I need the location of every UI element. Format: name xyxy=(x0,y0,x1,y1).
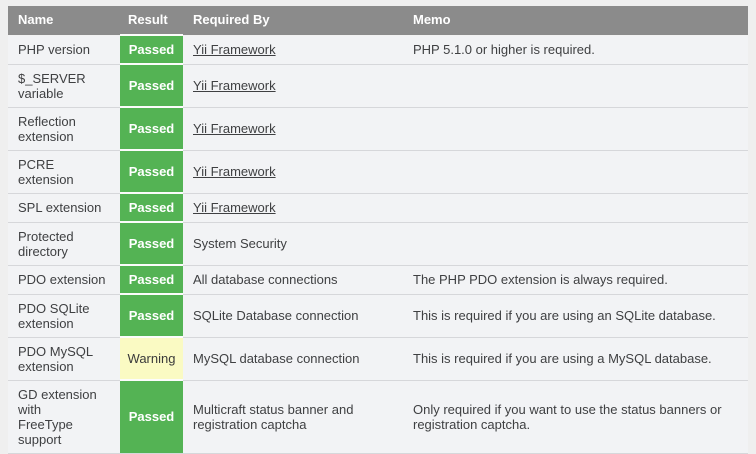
requirement-name: $_SERVER variable xyxy=(8,63,120,107)
column-header-name: Name xyxy=(8,6,120,36)
result-badge: Passed xyxy=(120,34,183,64)
requirement-name: PDO extension xyxy=(8,264,120,294)
required-by: Multicraft status banner and registratio… xyxy=(183,379,403,454)
memo-text: Only required if you want to use the sta… xyxy=(403,379,748,454)
result-badge: Passed xyxy=(120,192,183,222)
memo-text: This is required if you are using an SQL… xyxy=(403,293,748,337)
requirement-name: GD extension with FreeType support xyxy=(8,379,120,454)
table-row: PDO extension Passed All database connec… xyxy=(8,264,748,294)
result-badge: Passed xyxy=(120,149,183,193)
table-row: PCRE extension Passed Yii Framework xyxy=(8,149,748,193)
result-badge: Passed xyxy=(120,379,183,454)
memo-text xyxy=(403,149,748,193)
memo-text xyxy=(403,221,748,265)
required-by: Yii Framework xyxy=(183,149,403,193)
requirement-name: PCRE extension xyxy=(8,149,120,193)
required-by: Yii Framework xyxy=(183,63,403,107)
required-by-link[interactable]: Yii Framework xyxy=(193,121,276,136)
table-row: PDO SQLite extension Passed SQLite Datab… xyxy=(8,293,748,337)
result-badge: Warning xyxy=(120,336,183,380)
result-badge: Passed xyxy=(120,63,183,107)
requirement-name: SPL extension xyxy=(8,192,120,222)
requirement-name: PDO MySQL extension xyxy=(8,336,120,380)
required-by: Yii Framework xyxy=(183,106,403,150)
table-body: PHP version Passed Yii Framework PHP 5.1… xyxy=(8,34,748,454)
required-by: Yii Framework xyxy=(183,34,403,64)
required-by-link[interactable]: Yii Framework xyxy=(193,200,276,215)
table-row: Protected directory Passed System Securi… xyxy=(8,221,748,265)
result-badge: Passed xyxy=(120,221,183,265)
result-badge: Passed xyxy=(120,264,183,294)
table-row: Reflection extension Passed Yii Framewor… xyxy=(8,106,748,150)
result-badge: Passed xyxy=(120,106,183,150)
table-row: GD extension with FreeType support Passe… xyxy=(8,379,748,454)
memo-text: PHP 5.1.0 or higher is required. xyxy=(403,34,748,64)
table-row: SPL extension Passed Yii Framework xyxy=(8,192,748,222)
column-header-required-by: Required By xyxy=(183,6,403,36)
required-by-link[interactable]: Yii Framework xyxy=(193,42,276,57)
required-by: Yii Framework xyxy=(183,192,403,222)
requirement-name: Protected directory xyxy=(8,221,120,265)
requirements-table: Name Result Required By Memo PHP version… xyxy=(8,6,748,454)
required-by: All database connections xyxy=(183,264,403,294)
requirement-name: PHP version xyxy=(8,34,120,64)
table-row: $_SERVER variable Passed Yii Framework xyxy=(8,63,748,107)
required-by: SQLite Database connection xyxy=(183,293,403,337)
memo-text xyxy=(403,63,748,107)
memo-text: The PHP PDO extension is always required… xyxy=(403,264,748,294)
column-header-result: Result xyxy=(120,6,183,36)
required-by-link[interactable]: Yii Framework xyxy=(193,78,276,93)
table-header: Name Result Required By Memo xyxy=(8,6,748,36)
result-badge: Passed xyxy=(120,293,183,337)
table-row: PHP version Passed Yii Framework PHP 5.1… xyxy=(8,34,748,64)
requirement-name: PDO SQLite extension xyxy=(8,293,120,337)
required-by: MySQL database connection xyxy=(183,336,403,380)
column-header-memo: Memo xyxy=(403,6,748,36)
memo-text xyxy=(403,106,748,150)
memo-text: This is required if you are using a MySQ… xyxy=(403,336,748,380)
requirement-name: Reflection extension xyxy=(8,106,120,150)
memo-text xyxy=(403,192,748,222)
table-row: PDO MySQL extension Warning MySQL databa… xyxy=(8,336,748,380)
required-by-link[interactable]: Yii Framework xyxy=(193,164,276,179)
required-by: System Security xyxy=(183,221,403,265)
